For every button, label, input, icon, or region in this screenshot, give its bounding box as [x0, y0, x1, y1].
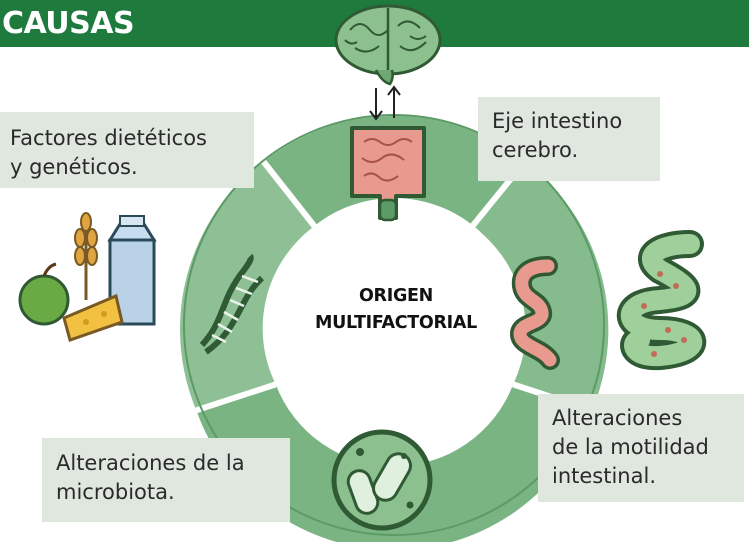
- small-intestine-icon: [509, 256, 560, 370]
- microbiota-line2: microbiota.: [56, 480, 175, 504]
- brain-icon: [334, 4, 442, 86]
- gut-brain-line2: cerebro.: [492, 138, 579, 162]
- dietary-factors-line2: y genéticos.: [10, 155, 138, 179]
- microbiota-alterations-box: Alteraciones de la microbiota.: [42, 438, 290, 522]
- microbiota-line1: Alteraciones de la: [56, 451, 245, 475]
- dietary-factors-line1: Factores dietéticos: [10, 126, 207, 150]
- dna-icon: [199, 253, 265, 355]
- gut-brain-axis-box: Eje intestino cerebro.: [478, 97, 660, 181]
- colon-icon: [350, 126, 426, 222]
- bidirectional-arrows-icon: [369, 85, 401, 121]
- center-label: ORIGEN MULTIFACTORIAL: [306, 283, 486, 337]
- gut-brain-line1: Eje intestino: [492, 109, 623, 133]
- center-label-line1: ORIGEN: [358, 286, 434, 306]
- motility-line3: intestinal.: [552, 464, 656, 488]
- bacteria-icon: [331, 429, 433, 531]
- motility-alterations-box: Alteraciones de la motilidad intestinal.: [538, 394, 744, 502]
- intestine-illustration-icon: [616, 230, 707, 371]
- ring-segment-motility: [472, 161, 609, 411]
- dietary-factors-box: Factores dietéticos y genéticos.: [0, 112, 254, 188]
- header-title: CAUSAS: [2, 6, 135, 41]
- center-label-line2: MULTIFACTORIAL: [315, 313, 477, 333]
- motility-line1: Alteraciones: [552, 406, 683, 430]
- ring-segment-microbiota: [196, 384, 593, 542]
- food-illustration-icon: [18, 212, 157, 342]
- motility-line2: de la motilidad: [552, 435, 709, 459]
